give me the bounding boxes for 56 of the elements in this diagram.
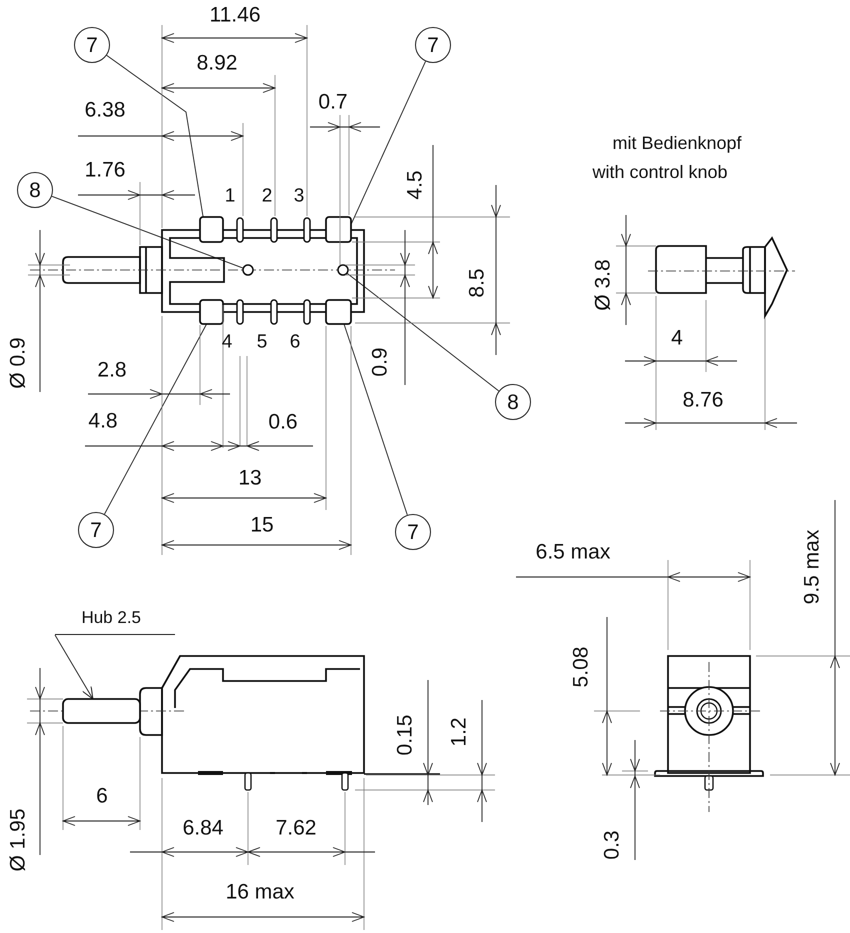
pin-number: 4: [222, 332, 232, 352]
dimension-value: 8.5: [466, 268, 488, 298]
pin-number: 2: [262, 186, 272, 206]
dimension-value: 4.5: [404, 170, 426, 200]
dimension-value: 15: [250, 514, 274, 536]
dimension-value: 6.38: [84, 100, 126, 120]
pin-number: 6: [290, 332, 300, 352]
leader-line: [51, 196, 244, 269]
pin-number: 3: [294, 186, 304, 206]
view-caption: with control knob: [592, 163, 728, 181]
callout-number: 8: [495, 384, 531, 420]
dimension-value: 11.46: [210, 4, 260, 26]
leader-line: [344, 324, 408, 516]
dimension-value: 4: [671, 328, 683, 348]
callout-number: 7: [395, 514, 431, 550]
callout-number: 7: [74, 27, 110, 63]
dimension-value: 4.8: [88, 410, 118, 432]
dimension-value: 9.5 max: [802, 530, 822, 604]
dimension-value: 13: [238, 468, 262, 488]
dimension-value: 8.76: [682, 390, 724, 410]
view-caption: mit Bedienknopf: [612, 134, 742, 152]
mounting-hole: [242, 264, 254, 276]
stroke-note: Hub 2.5: [55, 600, 175, 635]
callout-number: 8: [17, 172, 53, 208]
contact-block: [325, 299, 352, 325]
leader-line: [346, 272, 500, 392]
dimension-value: 6: [96, 786, 108, 806]
dimension-value: 6.5 max: [536, 542, 610, 562]
dimension-value: 2.8: [97, 360, 127, 380]
dimension-value: 0.6: [268, 412, 298, 432]
dimension-value: Ø 0.9: [8, 337, 28, 389]
dimension-value: Ø 1.95: [8, 808, 28, 872]
dimension-value: 8.92: [196, 52, 238, 74]
contact-block: [325, 216, 352, 243]
pin-number: 1: [224, 186, 236, 206]
contact-block: [199, 216, 224, 243]
dimension-value: Ø 3.8: [592, 259, 614, 311]
dimension-value: 16 max: [226, 882, 294, 902]
callout-number: 7: [78, 512, 114, 548]
leader-line: [106, 54, 204, 218]
leader-line: [54, 634, 94, 700]
dimension-value: 0.3: [602, 830, 622, 860]
callout-number: 7: [415, 27, 451, 63]
pin-number: 5: [256, 332, 268, 352]
dimension-value: 0.15: [394, 714, 416, 756]
mounting-hole: [337, 264, 349, 276]
dimension-value: 1.76: [84, 160, 126, 180]
dimension-value: 7.62: [276, 818, 316, 838]
contact-block: [199, 299, 224, 325]
dimension-value: 0.9: [370, 347, 390, 377]
plunger-shaft: [62, 698, 141, 724]
dimension-value: 5.08: [570, 646, 592, 688]
dimension-value: 1.2: [448, 717, 470, 747]
dimension-value: 0.7: [318, 92, 348, 112]
leader-line: [104, 324, 208, 515]
dimension-value: 6.84: [182, 818, 224, 838]
